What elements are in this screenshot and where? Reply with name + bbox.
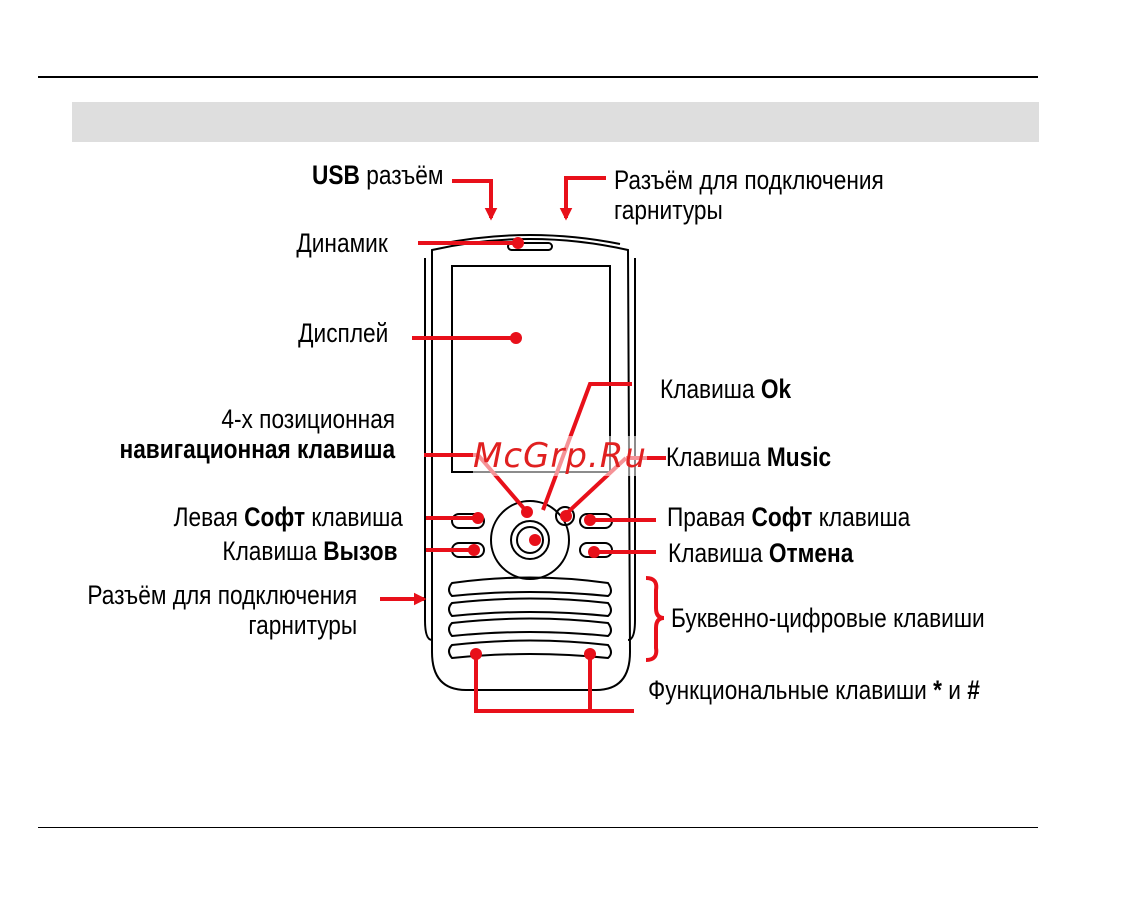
nav-dot bbox=[521, 506, 533, 518]
keypad-row-3 bbox=[449, 619, 611, 637]
hash-key-dot bbox=[584, 648, 596, 660]
call-key-label: Клавиша Вызов bbox=[223, 536, 398, 566]
headset-top-arrow bbox=[566, 178, 606, 218]
phone-body-inner bbox=[425, 258, 432, 640]
ok-key-label: Клавиша Ok bbox=[660, 374, 791, 404]
speaker-label: Динамик bbox=[297, 228, 388, 258]
cancel-dot bbox=[588, 546, 600, 558]
function-keys-label: Функциональные клавиши * и # bbox=[648, 675, 980, 705]
right-soft-key-label: Правая Софт клавиша bbox=[667, 502, 910, 532]
call-dot bbox=[468, 544, 480, 556]
keypad-row-1 bbox=[449, 578, 611, 597]
music-key-label: Клавиша Music bbox=[666, 442, 831, 472]
usb-connector-label: USB разъём bbox=[312, 160, 443, 190]
alnum-bracket bbox=[646, 578, 664, 660]
display-label: Дисплей bbox=[298, 318, 388, 348]
ok-dot bbox=[529, 534, 541, 546]
left-soft-dot bbox=[472, 512, 484, 524]
keypad-row-2 bbox=[449, 599, 611, 617]
right-soft-dot bbox=[584, 514, 596, 526]
func-pointer-left bbox=[476, 655, 590, 711]
speaker-dot bbox=[512, 237, 524, 249]
star-key-dot bbox=[470, 648, 482, 660]
watermark: McGrp.Ru bbox=[473, 436, 647, 476]
func-pointer bbox=[590, 655, 634, 711]
left-soft-key-label: Левая Софт клавиша bbox=[174, 502, 403, 532]
cancel-key-label: Клавиша Отмена bbox=[668, 538, 853, 568]
display-dot bbox=[510, 332, 522, 344]
music-dot bbox=[560, 510, 572, 522]
usb-arrow bbox=[452, 181, 491, 218]
alphanumeric-keys-label: Буквенно-цифровые клавиши bbox=[671, 603, 985, 633]
